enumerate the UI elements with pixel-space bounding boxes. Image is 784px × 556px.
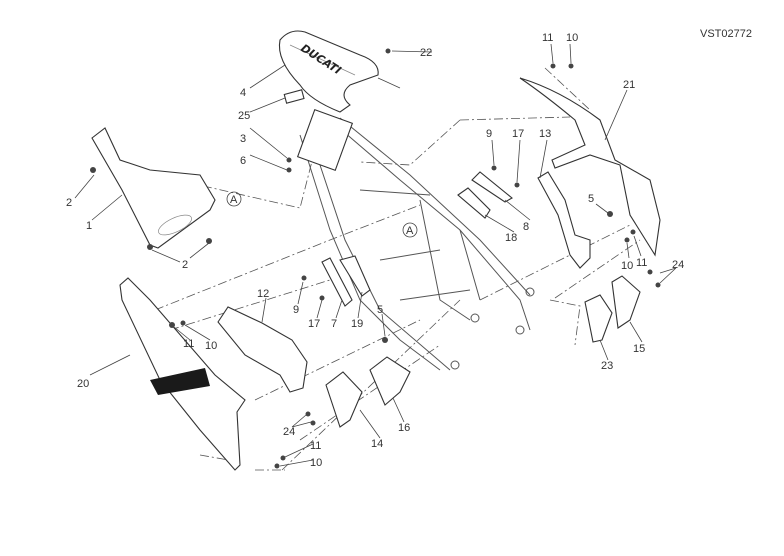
rear-subframe <box>296 108 535 371</box>
callout-20: 20 <box>77 378 89 390</box>
svg-text:A: A <box>230 194 238 206</box>
callout-22: 22 <box>420 47 432 59</box>
callout-8: 8 <box>523 221 529 233</box>
callout-4: 4 <box>240 87 246 99</box>
part-23-bracket <box>584 294 613 343</box>
callout-18: 18 <box>505 232 517 244</box>
callout-24: 24 <box>283 426 295 438</box>
callout-25: 25 <box>238 110 250 122</box>
callout-10: 10 <box>566 32 578 44</box>
callout-10: 10 <box>205 340 217 352</box>
callout-14: 14 <box>371 438 383 450</box>
callout-15: 15 <box>633 343 645 355</box>
callout-19: 19 <box>351 318 363 330</box>
callout-11: 11 <box>183 338 194 350</box>
part-18-bracket <box>457 187 491 219</box>
callout-labels: 1 2 2 3 4 5 5 6 7 8 9 9 10 10 10 10 11 1… <box>66 32 684 469</box>
callout-21: 21 <box>623 79 635 91</box>
callout-17: 17 <box>308 318 320 330</box>
part-14-bracket <box>325 371 363 428</box>
callout-5: 5 <box>377 304 383 316</box>
fasteners <box>90 48 661 469</box>
part-8-bracket <box>471 171 513 203</box>
callout-17: 17 <box>512 128 524 140</box>
callout-11: 11 <box>310 440 321 452</box>
callout-2: 2 <box>66 197 72 209</box>
callout-2: 2 <box>182 259 188 271</box>
view-marker-a-center: A <box>402 222 418 238</box>
callout-24: 24 <box>672 259 684 271</box>
view-marker-a-left: A <box>226 191 242 207</box>
callout-10: 10 <box>621 260 633 272</box>
part-1-cover <box>91 127 216 249</box>
part-15-plate <box>611 275 641 329</box>
leader-lines <box>74 43 677 467</box>
callout-9: 9 <box>486 128 492 140</box>
part-7-bracket <box>321 257 353 307</box>
callout-6: 6 <box>240 155 246 167</box>
part-16-bracket <box>369 356 411 406</box>
part-13-bracket <box>537 171 591 269</box>
part-20-black-stripe <box>150 368 210 395</box>
callout-1: 1 <box>86 220 92 232</box>
callout-11: 11 <box>542 32 553 44</box>
part-21-side-panel <box>519 77 661 257</box>
callout-9: 9 <box>293 304 299 316</box>
callout-5: 5 <box>588 193 594 205</box>
callout-12: 12 <box>257 288 269 300</box>
part-19-bracket <box>339 255 371 297</box>
callout-7: 7 <box>331 318 337 330</box>
callout-10: 10 <box>310 457 322 469</box>
svg-text:A: A <box>406 225 414 237</box>
callout-13: 13 <box>539 128 551 140</box>
part-4-tail-seat-cover: DUCATI <box>278 30 401 113</box>
part-12-panel <box>217 306 308 393</box>
callout-3: 3 <box>240 133 246 145</box>
part-25-pad <box>283 89 305 104</box>
callout-23: 23 <box>601 360 613 372</box>
callout-16: 16 <box>398 422 410 434</box>
callout-11: 11 <box>636 257 647 269</box>
diagram-code: VST02772 <box>700 28 752 40</box>
